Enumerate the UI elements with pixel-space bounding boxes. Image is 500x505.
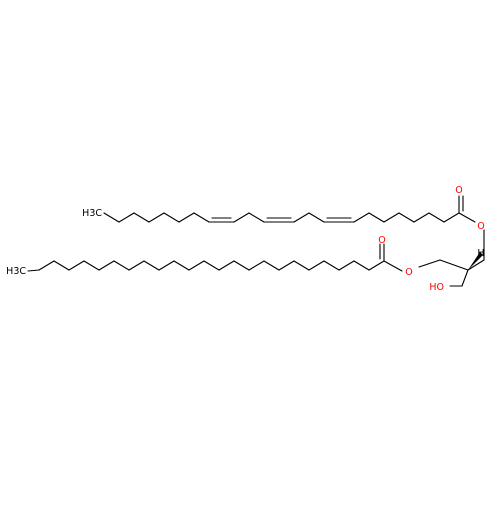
bond xyxy=(163,212,180,223)
bond xyxy=(439,259,469,271)
hydroxyl-label: HO xyxy=(429,282,444,293)
bond xyxy=(98,260,115,271)
bond xyxy=(68,260,85,271)
bond xyxy=(383,212,400,223)
bond xyxy=(413,212,430,223)
ester-bond xyxy=(383,260,403,272)
bond xyxy=(263,260,280,271)
bond xyxy=(143,260,160,271)
methyl-label-lower: H3C xyxy=(6,266,26,277)
bond xyxy=(338,260,355,271)
atom-labels: O O O O HO H H3C H3C xyxy=(6,185,485,293)
upper-acyl-chain xyxy=(103,195,476,223)
bond xyxy=(218,260,235,271)
bond xyxy=(278,260,295,271)
bond xyxy=(83,260,100,271)
bond xyxy=(308,260,325,271)
ester-oxygen-upper: O xyxy=(477,221,484,232)
bond xyxy=(461,269,469,287)
bond xyxy=(188,260,205,271)
bond xyxy=(293,260,310,271)
bond xyxy=(293,212,310,223)
bond xyxy=(428,212,445,223)
bond xyxy=(173,260,190,271)
bond xyxy=(368,260,385,271)
bond xyxy=(148,212,165,223)
bond xyxy=(158,260,175,271)
bond xyxy=(53,260,70,271)
bond xyxy=(193,212,210,223)
bond xyxy=(353,260,370,271)
bond xyxy=(398,212,415,223)
lower-acyl-chain xyxy=(27,243,403,272)
bond xyxy=(133,212,150,223)
ester-oxygen-lower: O xyxy=(405,267,412,278)
bond xyxy=(353,212,370,223)
bond xyxy=(233,212,250,223)
bond xyxy=(308,212,325,223)
bond xyxy=(418,259,441,268)
carbonyl-oxygen-upper: O xyxy=(455,185,462,196)
carbonyl-oxygen-lower: O xyxy=(378,235,385,246)
stereo-hydrogen-label: H xyxy=(477,248,484,259)
bond xyxy=(233,260,250,271)
bond xyxy=(103,212,120,223)
bond xyxy=(27,269,40,272)
bond xyxy=(113,260,130,271)
bond xyxy=(248,260,265,271)
bond xyxy=(323,260,340,271)
bond xyxy=(443,212,460,223)
methyl-label-upper: H3C xyxy=(82,208,102,219)
ester-bond xyxy=(458,212,476,223)
bond xyxy=(203,260,220,271)
stereo-wedge xyxy=(468,252,483,270)
bond xyxy=(178,212,195,223)
bond xyxy=(128,260,145,271)
bond xyxy=(118,212,135,223)
glycerol-backbone xyxy=(418,229,485,287)
bond xyxy=(368,212,385,223)
bond xyxy=(467,259,485,271)
bond xyxy=(248,212,265,223)
bond xyxy=(38,260,55,271)
